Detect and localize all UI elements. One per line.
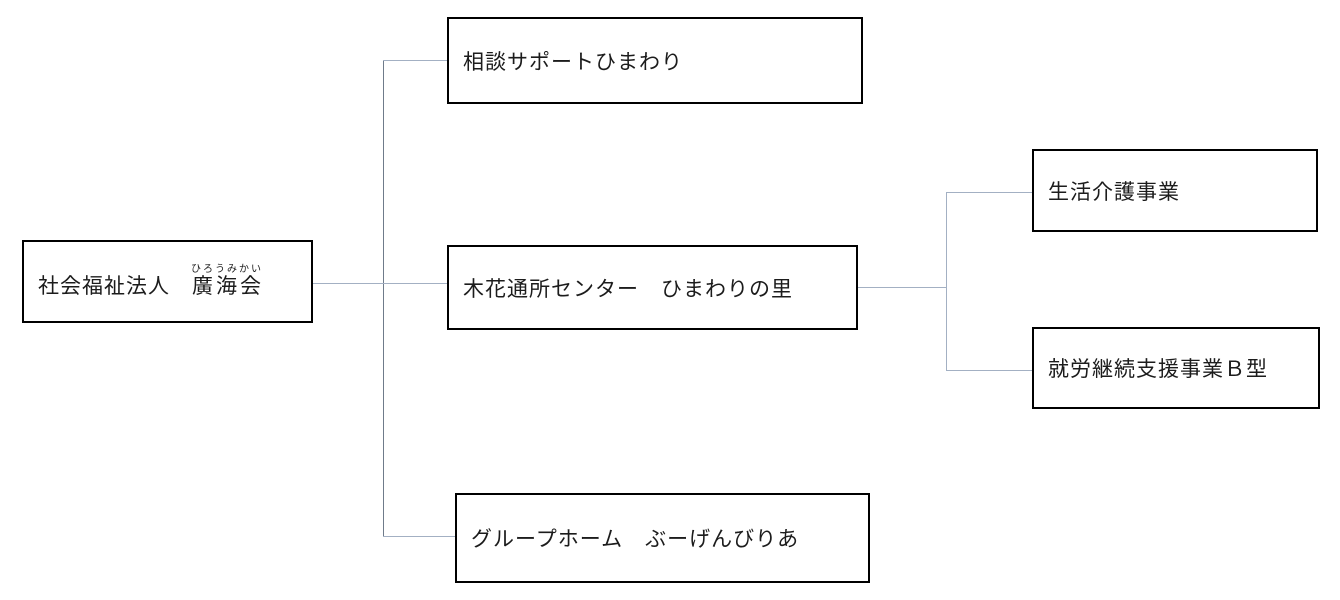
group-home-label: グループホーム ぶーげんびりあ — [471, 527, 800, 551]
connector-branch-kibana — [383, 283, 447, 284]
day-center-box: 木花通所センター ひまわりの里 — [447, 245, 858, 330]
root-org-name: 廣海会 — [191, 273, 263, 298]
connector-left-trunk — [383, 60, 384, 536]
connector-branch-shurou — [946, 370, 1032, 371]
root-org-label: 社会福祉法人 廣海会ひろうみかい — [38, 264, 263, 300]
root-org-prefix: 社会福祉法人 — [38, 273, 192, 298]
life-care-service-label: 生活介護事業 — [1048, 179, 1180, 204]
connector-right-trunk — [946, 192, 947, 370]
root-org-name-with-furigana: 廣海会ひろうみかい — [191, 264, 263, 298]
root-org-box: 社会福祉法人 廣海会ひろうみかい — [22, 240, 313, 323]
connector-root-to-trunk — [313, 283, 383, 284]
consultation-support-box: 相談サポートひまわり — [447, 17, 863, 104]
employment-support-b-box: 就労継続支援事業Ｂ型 — [1032, 327, 1320, 409]
life-care-service-box: 生活介護事業 — [1032, 149, 1318, 232]
connector-branch-soudan — [383, 60, 447, 61]
connector-kibana-to-trunk — [858, 287, 946, 288]
day-center-label: 木花通所センター ひまわりの里 — [463, 276, 793, 301]
connector-branch-seikatsu — [946, 192, 1032, 193]
connector-branch-group-home — [383, 536, 455, 537]
employment-support-b-label: 就労継続支援事業Ｂ型 — [1048, 357, 1268, 381]
group-home-box: グループホーム ぶーげんびりあ — [455, 493, 870, 583]
root-org-furigana: ひろうみかい — [191, 263, 263, 275]
consultation-support-label: 相談サポートひまわり — [463, 49, 683, 74]
